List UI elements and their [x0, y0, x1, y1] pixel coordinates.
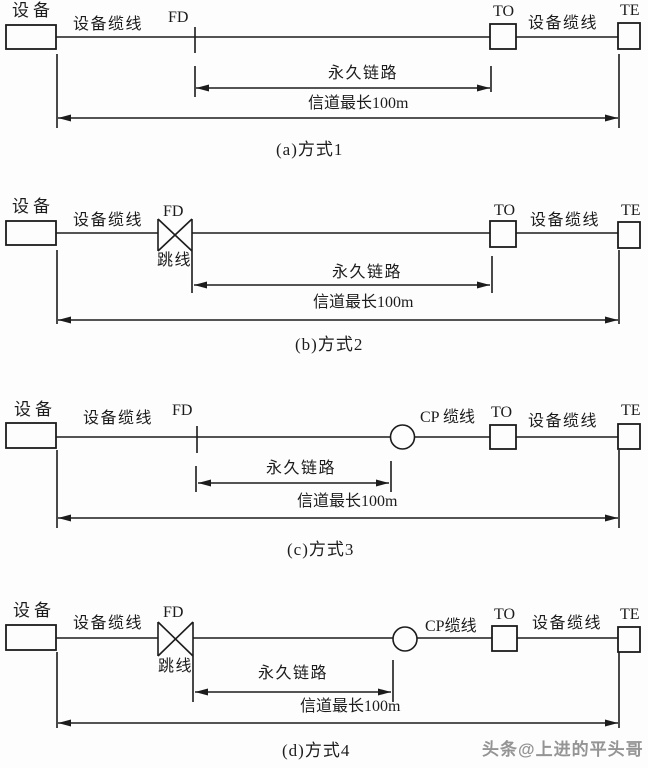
device-label: 设备	[12, 1, 54, 20]
channel-label: 信道最长100m	[300, 698, 401, 715]
diagram-caption: (c)方式3	[287, 540, 355, 559]
device-box	[5, 422, 57, 449]
channel-dimension	[56, 250, 620, 324]
permanent-link-label: 永久链路	[328, 65, 399, 82]
to-label: TO	[494, 606, 516, 623]
to-box	[489, 23, 517, 50]
te-label: TE	[621, 202, 641, 219]
watermark-text: 头条@上进的平头哥	[482, 740, 644, 759]
to-label: TO	[493, 3, 515, 20]
permanent-link-dimension	[194, 256, 493, 293]
fd-label: FD	[163, 604, 184, 621]
equipment-cable-label: 设备缆线	[528, 15, 599, 32]
cp-cable-label: CP 缆线	[420, 409, 475, 426]
device-box	[5, 624, 57, 651]
consolidation-point-icon	[392, 626, 418, 652]
cp-cable-label: CP缆线	[425, 618, 477, 635]
equipment-cable-label: 设备缆线	[73, 212, 144, 229]
diagram-caption: (b)方式2	[295, 335, 364, 354]
to-label: TO	[494, 202, 516, 219]
equipment-cable-label: 设备缆线	[73, 16, 144, 33]
te-label: TE	[620, 2, 640, 19]
consolidation-point-icon	[389, 424, 416, 450]
te-box	[617, 423, 641, 450]
permanent-link-dimension	[195, 660, 394, 702]
te-label: TE	[621, 402, 641, 419]
diagram-b-linework	[5, 218, 641, 324]
permanent-link-label: 永久链路	[258, 665, 329, 682]
device-label: 设备	[12, 197, 54, 216]
to-box	[489, 424, 517, 450]
diagram-d-linework	[5, 621, 641, 728]
permanent-link-label: 永久链路	[332, 264, 403, 281]
jumper-label: 跳线	[158, 658, 194, 675]
permanent-link-dimension	[195, 461, 392, 492]
channel-dimension	[56, 652, 620, 728]
te-box	[617, 221, 641, 249]
fd-label: FD	[172, 402, 193, 419]
te-box	[617, 626, 641, 653]
channel-label: 信道最长100m	[313, 294, 414, 311]
channel-label: 信道最长100m	[297, 493, 398, 510]
device-box	[5, 220, 57, 246]
diagram-caption: (a)方式1	[276, 140, 344, 159]
equipment-cable-label: 设备缆线	[73, 615, 144, 632]
fd-label: FD	[163, 203, 184, 220]
te-label: TE	[620, 606, 640, 623]
jumper-label: 跳线	[157, 252, 193, 269]
device-box	[5, 24, 57, 50]
equipment-cable-label: 设备缆线	[528, 413, 599, 430]
diagram-c-linework	[5, 422, 641, 528]
diagram-caption: (d)方式4	[282, 741, 351, 760]
fd-label: FD	[168, 9, 189, 26]
permanent-link-label: 永久链路	[266, 460, 337, 477]
to-label: TO	[491, 404, 513, 421]
device-label: 设备	[13, 601, 55, 620]
to-box	[491, 625, 518, 652]
equipment-cable-label: 设备缆线	[83, 410, 154, 427]
cross-connect-icon	[157, 218, 193, 293]
to-box	[489, 220, 517, 248]
diagram-a-linework	[5, 22, 641, 128]
channel-dimension	[56, 450, 620, 528]
permanent-link-dimension	[194, 66, 492, 97]
channel-label: 信道最长100m	[308, 95, 409, 112]
te-box	[617, 22, 641, 50]
equipment-cable-label: 设备缆线	[532, 615, 603, 632]
cross-connect-icon	[157, 621, 194, 702]
equipment-cable-label: 设备缆线	[530, 212, 601, 229]
device-label: 设备	[14, 400, 56, 419]
channel-dimension	[56, 54, 620, 128]
